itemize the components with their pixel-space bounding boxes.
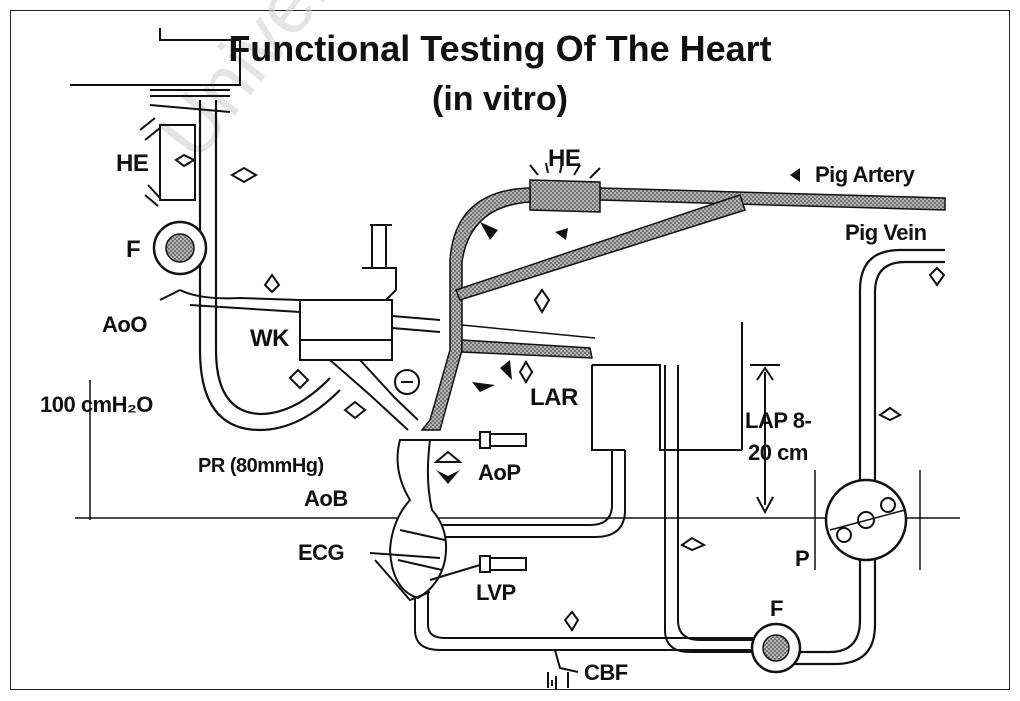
cbf-label: CBF bbox=[584, 660, 628, 686]
aop-label: AoP bbox=[478, 460, 521, 486]
vein-loop bbox=[790, 250, 945, 664]
pump-label: P bbox=[795, 546, 809, 572]
lap-label-line1: LAP 8- bbox=[745, 408, 811, 434]
aoo-label: AoO bbox=[102, 312, 147, 338]
pressure-gauge-icon bbox=[395, 370, 419, 394]
pump-p-icon bbox=[815, 470, 920, 570]
windkessel-chamber bbox=[300, 225, 440, 360]
left-reservoir bbox=[70, 28, 240, 206]
reference-line bbox=[75, 380, 960, 520]
aob-label: AoB bbox=[304, 486, 348, 512]
filter-bottom-icon bbox=[752, 624, 800, 672]
cbf-collector bbox=[548, 672, 568, 690]
heat-exchanger-left-label: HE bbox=[116, 150, 148, 178]
filter-left-label: F bbox=[126, 236, 140, 264]
pressure-column-label: 100 cmH₂O bbox=[40, 392, 153, 418]
aop-probe bbox=[430, 432, 526, 448]
pig-vein-label: Pig Vein bbox=[845, 220, 927, 246]
lap-label-line2: 20 cm bbox=[748, 440, 808, 466]
lvp-label: LVP bbox=[476, 580, 516, 606]
aoo-line bbox=[160, 290, 300, 312]
pig-artery-label: Pig Artery bbox=[815, 162, 914, 188]
heat-exchanger-top-label: HE bbox=[548, 145, 580, 173]
filter-bottom-label: F bbox=[770, 596, 783, 622]
lap-indicator bbox=[750, 365, 780, 512]
lar-label: LAR bbox=[530, 384, 578, 412]
filter-left-icon bbox=[154, 222, 206, 274]
heart-icon bbox=[375, 440, 446, 600]
hatched-tubes bbox=[422, 180, 945, 430]
aop-bidirectional bbox=[436, 452, 460, 462]
left-tube bbox=[200, 100, 340, 430]
ecg-label: ECG bbox=[298, 540, 344, 566]
windkessel-label: WK bbox=[250, 325, 289, 353]
pr-label: PR (80mmHg) bbox=[198, 455, 324, 478]
